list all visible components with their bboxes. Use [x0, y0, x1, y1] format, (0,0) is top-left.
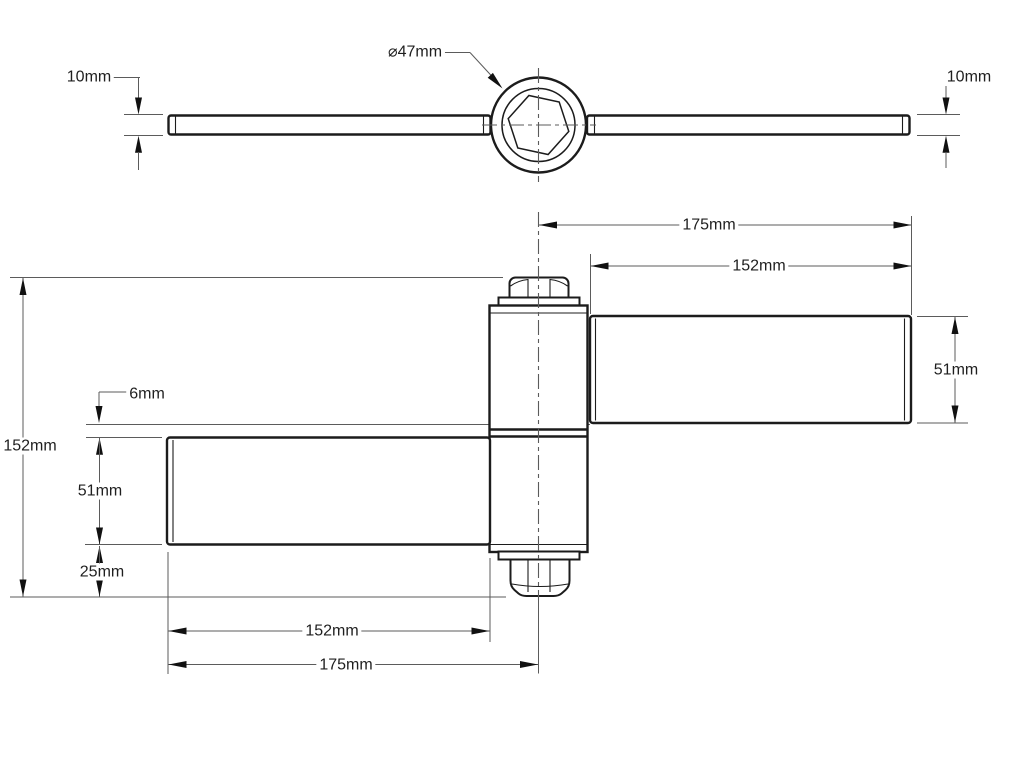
dim-label-overall-height: 152mm: [0, 437, 60, 455]
dim-top-left-thickness: [112, 77, 163, 170]
dim-label-top-right-thickness: 10mm: [943, 68, 995, 86]
dim-label-center-to-right-end: 175mm: [679, 216, 739, 233]
right-leaf: [588, 314, 913, 425]
bottom-nut: [509, 558, 571, 597]
dim-hub-diameter-leader: [444, 52, 503, 89]
top-view-bar-right: [585, 114, 911, 136]
dim-left-leaf-width: [85, 437, 162, 545]
dim-label-center-to-left-end: 175mm: [316, 656, 376, 673]
centerlines: [482, 68, 596, 600]
dim-label-left-leaf-width: 51mm: [74, 482, 126, 500]
dim-label-bottom-offset: 25mm: [76, 563, 128, 580]
dim-label-right-leaf-length: 152mm: [729, 257, 789, 274]
dim-label-leaf-gap: 6mm: [126, 385, 168, 402]
top-view-bar-left: [167, 114, 492, 136]
dim-top-right-thickness: [917, 86, 960, 168]
left-leaf: [165, 436, 492, 546]
dim-label-hub-diameter: ⌀47mm: [384, 43, 446, 61]
hub-hex-nut: [507, 94, 570, 156]
dim-label-right-leaf-width: 51mm: [930, 361, 982, 379]
dim-overall-height: [10, 277, 506, 598]
dim-label-left-leaf-length: 152mm: [302, 622, 362, 640]
front-view: [165, 276, 913, 597]
dim-label-top-left-thickness: 10mm: [63, 68, 115, 86]
